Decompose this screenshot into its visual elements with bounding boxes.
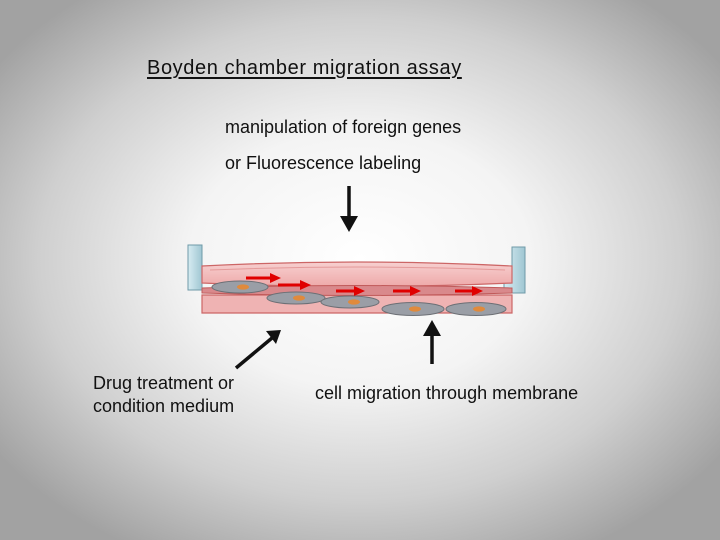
bottom-right-label: cell migration through membrane: [315, 383, 579, 403]
migration-arrows: [246, 273, 483, 296]
migration-arrow: [393, 286, 421, 296]
migration-arrow: [336, 286, 365, 296]
migration-arrow: [246, 273, 281, 283]
arrow-up-icon: [423, 320, 441, 364]
bottom-left-label: Drug treatment or condition medium: [93, 373, 235, 416]
top-label-line-1: manipulation of foreign genes: [225, 117, 462, 137]
cell: [211, 280, 269, 294]
cell: [266, 291, 326, 305]
cell: [381, 302, 445, 316]
cell: [445, 302, 507, 316]
migration-arrow: [278, 280, 311, 290]
migration-arrow: [455, 286, 483, 296]
cell: [320, 295, 380, 309]
arrow-diagonal-up-right-icon: [234, 330, 281, 370]
top-label-line-2: or Fluorescence labeling: [225, 153, 422, 173]
diagram-title: Boyden chamber migration assay: [147, 57, 462, 79]
cells: [211, 280, 507, 316]
arrow-down-icon: [340, 186, 358, 232]
